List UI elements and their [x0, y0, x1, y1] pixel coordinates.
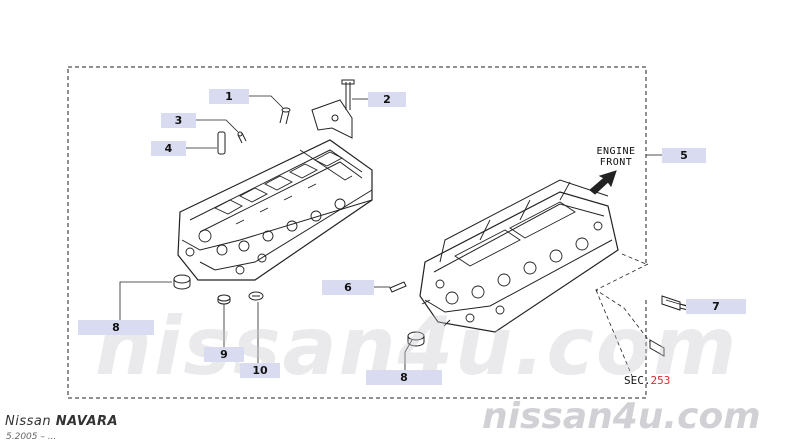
callout-10[interactable]: 10: [240, 363, 280, 378]
watermark-small: nissan4u.com: [482, 396, 761, 437]
cylinder-head-left: [177, 139, 373, 281]
part-bolt: [341, 79, 355, 110]
model-name: NAVARA: [55, 414, 119, 429]
section-prefix: SEC.: [624, 374, 651, 387]
engine-front-arrow: [589, 170, 617, 195]
engine-front-line2: FRONT: [599, 157, 633, 168]
callout-2[interactable]: 2: [368, 92, 406, 107]
callout-8-right[interactable]: 8: [366, 370, 442, 385]
part-stud: [279, 107, 291, 125]
production-date: 5.2005 – ...: [6, 432, 57, 442]
callout-5[interactable]: 5: [662, 148, 706, 163]
section-reference[interactable]: SEC.253: [624, 374, 670, 387]
part-small-pin: [389, 281, 407, 293]
part-plug-left: [173, 274, 191, 290]
callout-1[interactable]: 1: [209, 89, 249, 104]
brand-name: Nissan: [5, 414, 52, 429]
part-bracket: [311, 99, 353, 139]
engine-front-line1: ENGINE: [596, 146, 636, 157]
callout-4[interactable]: 4: [151, 141, 186, 156]
frame-border: [67, 66, 647, 399]
part-pin: [217, 131, 226, 155]
callout-9[interactable]: 9: [204, 347, 244, 362]
cylinder-head-right: [419, 179, 619, 333]
callout-6[interactable]: 6: [322, 280, 374, 295]
callout-3[interactable]: 3: [161, 113, 196, 128]
part-plug-right: [407, 331, 425, 347]
vehicle-title: Nissan NAVARA: [5, 414, 118, 429]
section-number: 253: [650, 374, 671, 387]
part-sensor-lower: [649, 339, 665, 357]
engine-front-label: ENGINE FRONT: [584, 146, 648, 168]
part-washer-10: [248, 291, 264, 301]
part-dowel: [237, 131, 247, 144]
callout-8-left[interactable]: 8: [78, 320, 154, 335]
callout-7[interactable]: 7: [686, 299, 746, 314]
